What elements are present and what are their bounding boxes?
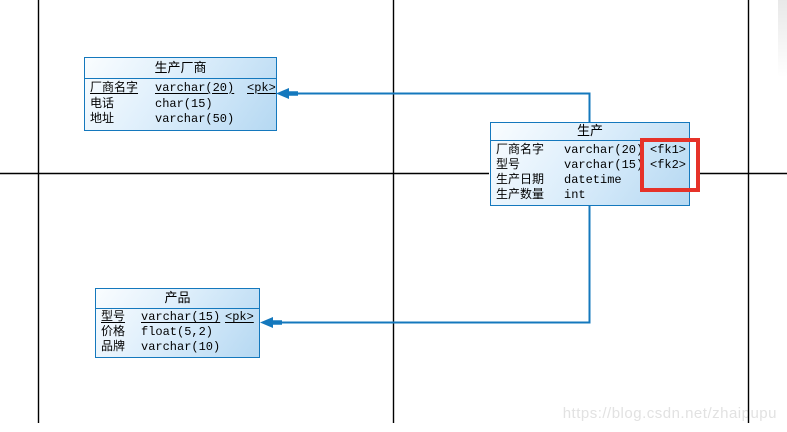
attr-key: <fk1> [650,142,687,157]
arrowhead-icon [260,317,282,328]
reference-production-to-manufacturer[interactable] [276,88,591,122]
attribute-row: 生产日期 datetime [491,172,689,188]
attribute-row: 型号 varchar(15) <pk> [96,311,259,325]
reference-production-to-product[interactable] [260,206,591,328]
attr-name: 厂商名字 [90,80,139,95]
attr-name: 厂商名字 [496,142,545,157]
attr-name: 地址 [90,112,115,127]
attr-type: datetime [564,172,622,187]
attr-key: <pk> [247,80,276,95]
attr-name: 生产日期 [496,172,545,187]
attribute-row: 厂商名字 varchar(20) <fk1> [491,142,689,158]
entity-table-manufacturer[interactable]: 生产厂商 厂商名字 varchar(20) <pk> 电话 char(15) 地址 va… [84,57,277,131]
attribute-row: 厂商名字 varchar(20) <pk> [85,80,276,96]
attribute-row: 价格 float(5,2) [96,325,259,340]
attr-name: 型号 [496,157,521,172]
attribute-row: 品牌 varchar(10) [96,339,259,355]
attr-key: <fk2> [650,157,687,172]
attr-key: <pk> [225,310,254,325]
arrowhead-icon [276,88,298,100]
attr-type: varchar(20) [564,142,644,157]
attr-type: float(5,2) [141,325,214,340]
entity-table-production[interactable]: 生产 厂商名字 varchar(20) <fk1> 型号 varchar(15) <fk… [490,122,690,206]
attr-name: 价格 [101,325,126,340]
attr-name: 品牌 [101,339,126,354]
table-body: 厂商名字 varchar(20) <pk> 电话 char(15) 地址 varchar… [85,79,276,130]
attr-type: char(15) [155,96,213,111]
attribute-row: 地址 varchar(50) [85,112,276,127]
table-title: 生产厂商 [85,58,276,79]
attr-name: 生产数量 [496,187,545,202]
attr-type: varchar(15) [564,157,644,172]
watermark-text: https://blog.csdn.net/zhaipupu [562,405,777,422]
highlight-rectangle [640,138,700,192]
attribute-row: 电话 char(15) [85,96,276,112]
attribute-row: 生产数量 int [491,187,689,203]
attr-type: int [564,187,586,202]
attribute-row: 型号 varchar(15) <fk2> [491,157,689,173]
table-title: 产品 [96,289,259,309]
entity-table-product[interactable]: 产品 型号 varchar(15) <pk> 价格 float(5,2) 品牌 varc… [95,288,260,358]
attr-name: 电话 [90,96,115,111]
table-title: 生产 [491,123,689,141]
attr-type: varchar(50) [155,112,235,127]
attr-type: varchar(10) [141,339,221,354]
attr-name: 型号 [101,310,126,325]
table-body: 型号 varchar(15) <pk> 价格 float(5,2) 品牌 varchar… [96,309,259,357]
edge-shadow [778,0,787,78]
attr-type: varchar(15) [141,310,221,325]
attr-type: varchar(20) [155,80,235,95]
